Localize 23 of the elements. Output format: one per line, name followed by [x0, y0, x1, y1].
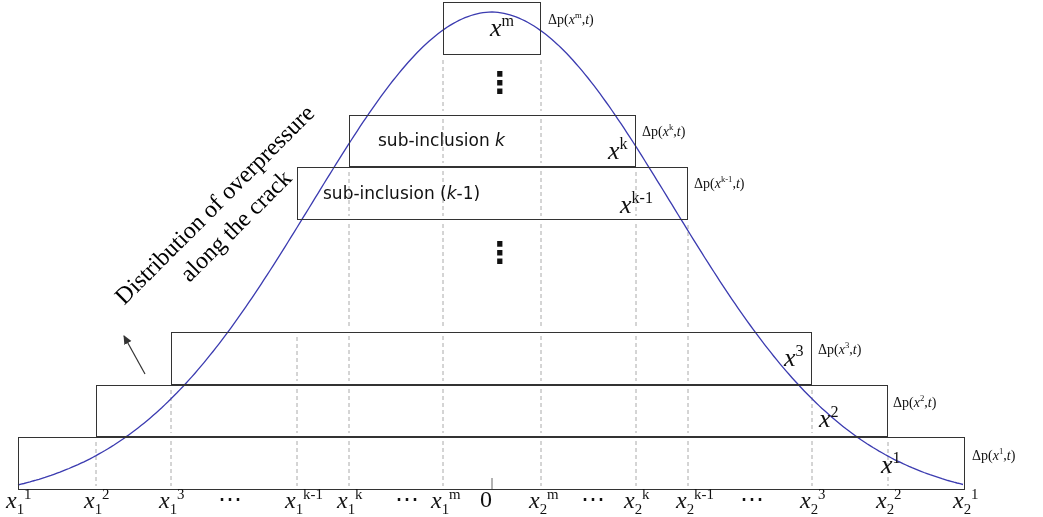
ellipsis: ⋯ — [395, 487, 419, 511]
vertical-ellipsis: ⋮ — [485, 238, 515, 268]
position-label: x$^{k}$ — [608, 136, 628, 164]
axis-label: 0 — [480, 487, 492, 511]
leader-arrow — [123, 335, 146, 375]
position-label: x$^{k-1}$ — [620, 190, 654, 218]
pressure-label: Δp(x$^{3}$,t) — [818, 340, 862, 358]
position-label: x$^{3}$ — [784, 343, 804, 371]
position-label: x$^{m}$ — [490, 13, 515, 41]
pressure-label: Δp(x$^{k-1}$,t) — [694, 174, 745, 192]
axis-label: ⋯ — [740, 487, 764, 511]
vertical-ellipsis: ⋮ — [485, 68, 515, 98]
box-label: sub-inclusion k — [378, 130, 505, 150]
pressure-label: Δp(x$^{k}$,t) — [642, 122, 686, 140]
position-label: x$^{2}$ — [819, 404, 839, 432]
pressure-label: Δp(x$^{2}$,t) — [893, 393, 937, 411]
axis-label: ⋯ — [581, 487, 605, 511]
pressure-label: Δp(x$^{1}$,t) — [972, 446, 1016, 464]
pressure-curve — [17, 11, 964, 486]
ellipsis: ⋯ — [218, 487, 242, 511]
box-label: sub-inclusion (k-1) — [323, 183, 481, 203]
pressure-label: Δp(x$^{m}$,t) — [548, 10, 594, 28]
inclusion-box — [443, 2, 541, 55]
